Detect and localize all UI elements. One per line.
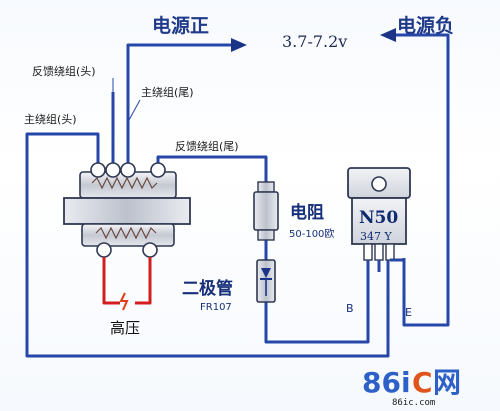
label-voltage: 3.7-7.2v (282, 32, 347, 51)
diode (256, 259, 276, 303)
label-feedback-head: 反馈绕组(头) (32, 64, 96, 78)
label-main-tail: 主绕组(尾) (141, 85, 194, 99)
transistor (347, 167, 411, 261)
svg-text:网: 网 (433, 366, 461, 399)
arrow-negative-icon (380, 28, 396, 42)
label-feedback-tail: 反馈绕组(尾) (175, 139, 239, 153)
primary-coil-icon (91, 176, 158, 190)
wire-feedback-tail (156, 155, 268, 182)
label-diode-model: FR107 (200, 302, 232, 313)
wire-emitter-to-negative (393, 33, 450, 327)
arrow-positive-icon (231, 38, 247, 52)
label-main-head: 主绕组(头) (24, 112, 77, 126)
site-logo: 86i C 网 86ic.com (362, 366, 461, 408)
resistor (253, 181, 279, 241)
transistor-code: 347 Y (360, 230, 392, 243)
wire-main-head (25, 132, 390, 358)
svg-text:C: C (412, 366, 433, 399)
label-resistor-value: 50-100欧 (289, 228, 334, 240)
wire-diode-to-base (264, 258, 370, 344)
diode-symbol-icon (261, 268, 271, 278)
wire-main-tail-to-positive (126, 43, 233, 166)
label-power-negative: 电源负 (397, 14, 454, 37)
transformer-terminals (90, 162, 166, 178)
transistor-model: N50 (359, 208, 398, 228)
pin-label-e: E (405, 306, 412, 319)
label-resistor: 电阻 (290, 202, 324, 223)
pin-label-b: B (346, 302, 354, 315)
label-diode: 二极管 (182, 278, 233, 299)
secondary-coil-icon (95, 226, 157, 240)
spark-icon (119, 292, 129, 311)
svg-text:86i: 86i (362, 366, 411, 399)
hv-output (102, 257, 152, 305)
site-url: 86ic.com (392, 398, 435, 408)
wires (25, 33, 450, 358)
leader-main-tail (128, 99, 141, 121)
transformer (63, 162, 191, 258)
mounting-hole-icon (371, 176, 387, 192)
label-power-positive: 电源正 (152, 14, 209, 37)
label-high-voltage: 高压 (110, 319, 140, 337)
